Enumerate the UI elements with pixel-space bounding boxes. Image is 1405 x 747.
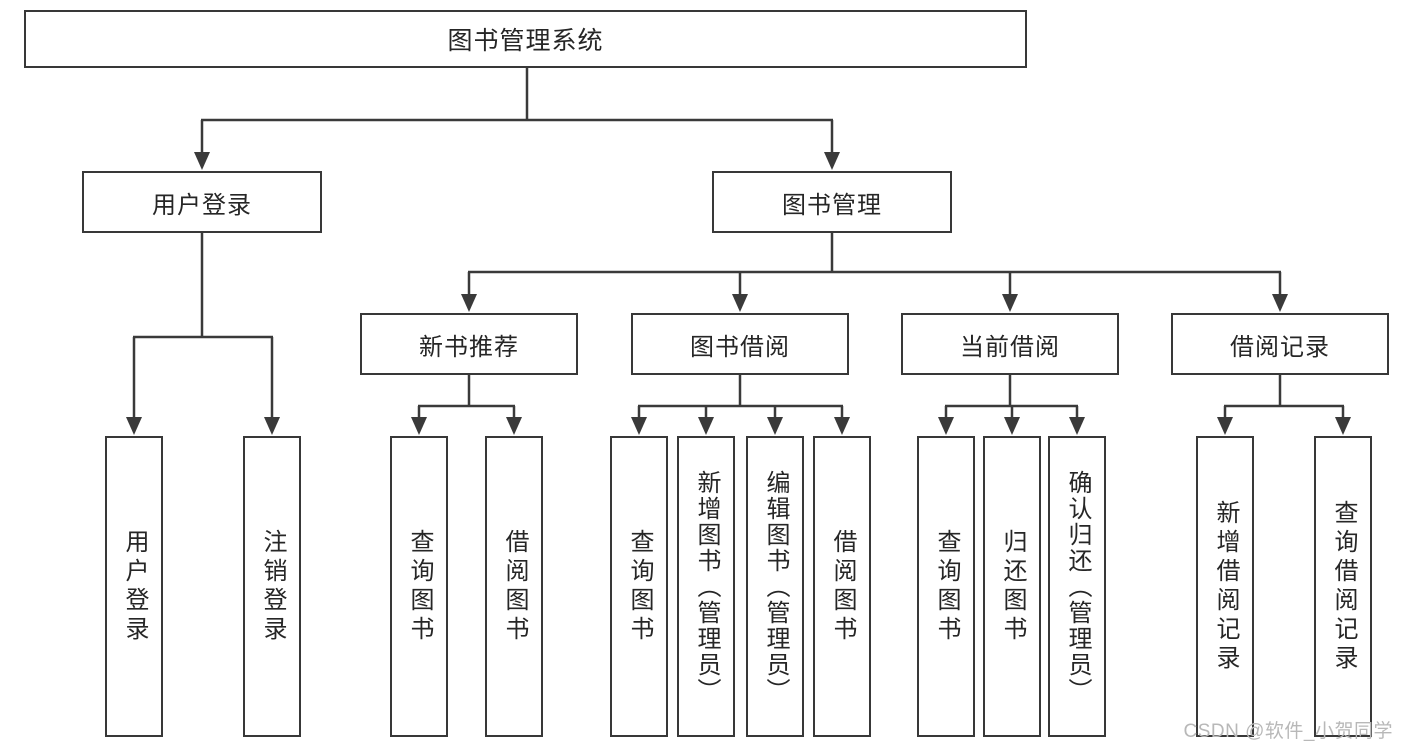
node-label: 注销登录 — [259, 528, 286, 645]
node-book-borrow: 图书借阅 — [631, 313, 849, 375]
leaf-recommend-borrow-books: 借阅图书 — [485, 436, 543, 737]
connector-book-management — [461, 233, 1288, 312]
connector-borrow-records — [1217, 375, 1351, 435]
node-label: 新增借阅记录 — [1212, 499, 1239, 674]
node-label: 编辑图书（管理员） — [762, 469, 789, 704]
leaf-query-borrow-record: 查询借阅记录 — [1314, 436, 1372, 737]
leaf-add-borrow-record: 新增借阅记录 — [1196, 436, 1254, 737]
connector-book-borrow — [631, 375, 850, 435]
node-label: 用户登录 — [121, 528, 148, 645]
node-label: 查询图书 — [933, 528, 960, 645]
leaf-borrow-query-books: 查询图书 — [610, 436, 668, 737]
node-new-book-recommend: 新书推荐 — [360, 313, 578, 375]
leaf-recommend-query-books: 查询图书 — [390, 436, 448, 737]
node-label: 新增图书（管理员） — [693, 469, 720, 704]
node-book-management: 图书管理 — [712, 171, 952, 233]
leaf-return-books: 归还图书 — [983, 436, 1041, 737]
leaf-confirm-return-admin: 确认归还（管理员） — [1048, 436, 1106, 737]
connector-current-borrow — [938, 375, 1085, 435]
node-borrow-records: 借阅记录 — [1171, 313, 1389, 375]
node-label: 图书管理系统 — [447, 27, 604, 55]
connector-user-login — [126, 233, 280, 435]
node-label: 图书借阅 — [690, 333, 790, 361]
connector-root — [194, 68, 840, 170]
leaf-logout: 注销登录 — [243, 436, 301, 737]
node-label: 新书推荐 — [419, 333, 519, 361]
node-user-login: 用户登录 — [82, 171, 322, 233]
leaf-user-login: 用户登录 — [105, 436, 163, 737]
node-library-management-system: 图书管理系统 — [24, 10, 1027, 68]
node-label: 查询图书 — [626, 528, 653, 645]
node-label: 图书管理 — [782, 191, 882, 219]
connector-new-book-recommend — [411, 375, 522, 435]
node-current-borrow: 当前借阅 — [901, 313, 1119, 375]
node-label: 当前借阅 — [960, 333, 1060, 361]
node-label: 归还图书 — [999, 528, 1026, 645]
node-label: 借阅图书 — [829, 528, 856, 645]
leaf-current-query-books: 查询图书 — [917, 436, 975, 737]
leaf-borrow-books: 借阅图书 — [813, 436, 871, 737]
csdn-watermark: CSDN @软件_小贺同学 — [1183, 721, 1393, 742]
leaf-edit-books-admin: 编辑图书（管理员） — [746, 436, 804, 737]
node-label: 查询图书 — [406, 528, 433, 645]
node-label: 借阅记录 — [1230, 333, 1330, 361]
node-label: 用户登录 — [152, 191, 252, 219]
leaf-add-books-admin: 新增图书（管理员） — [677, 436, 735, 737]
node-label: 借阅图书 — [501, 528, 528, 645]
node-label: 确认归还（管理员） — [1064, 469, 1091, 704]
node-label: 查询借阅记录 — [1330, 499, 1357, 674]
